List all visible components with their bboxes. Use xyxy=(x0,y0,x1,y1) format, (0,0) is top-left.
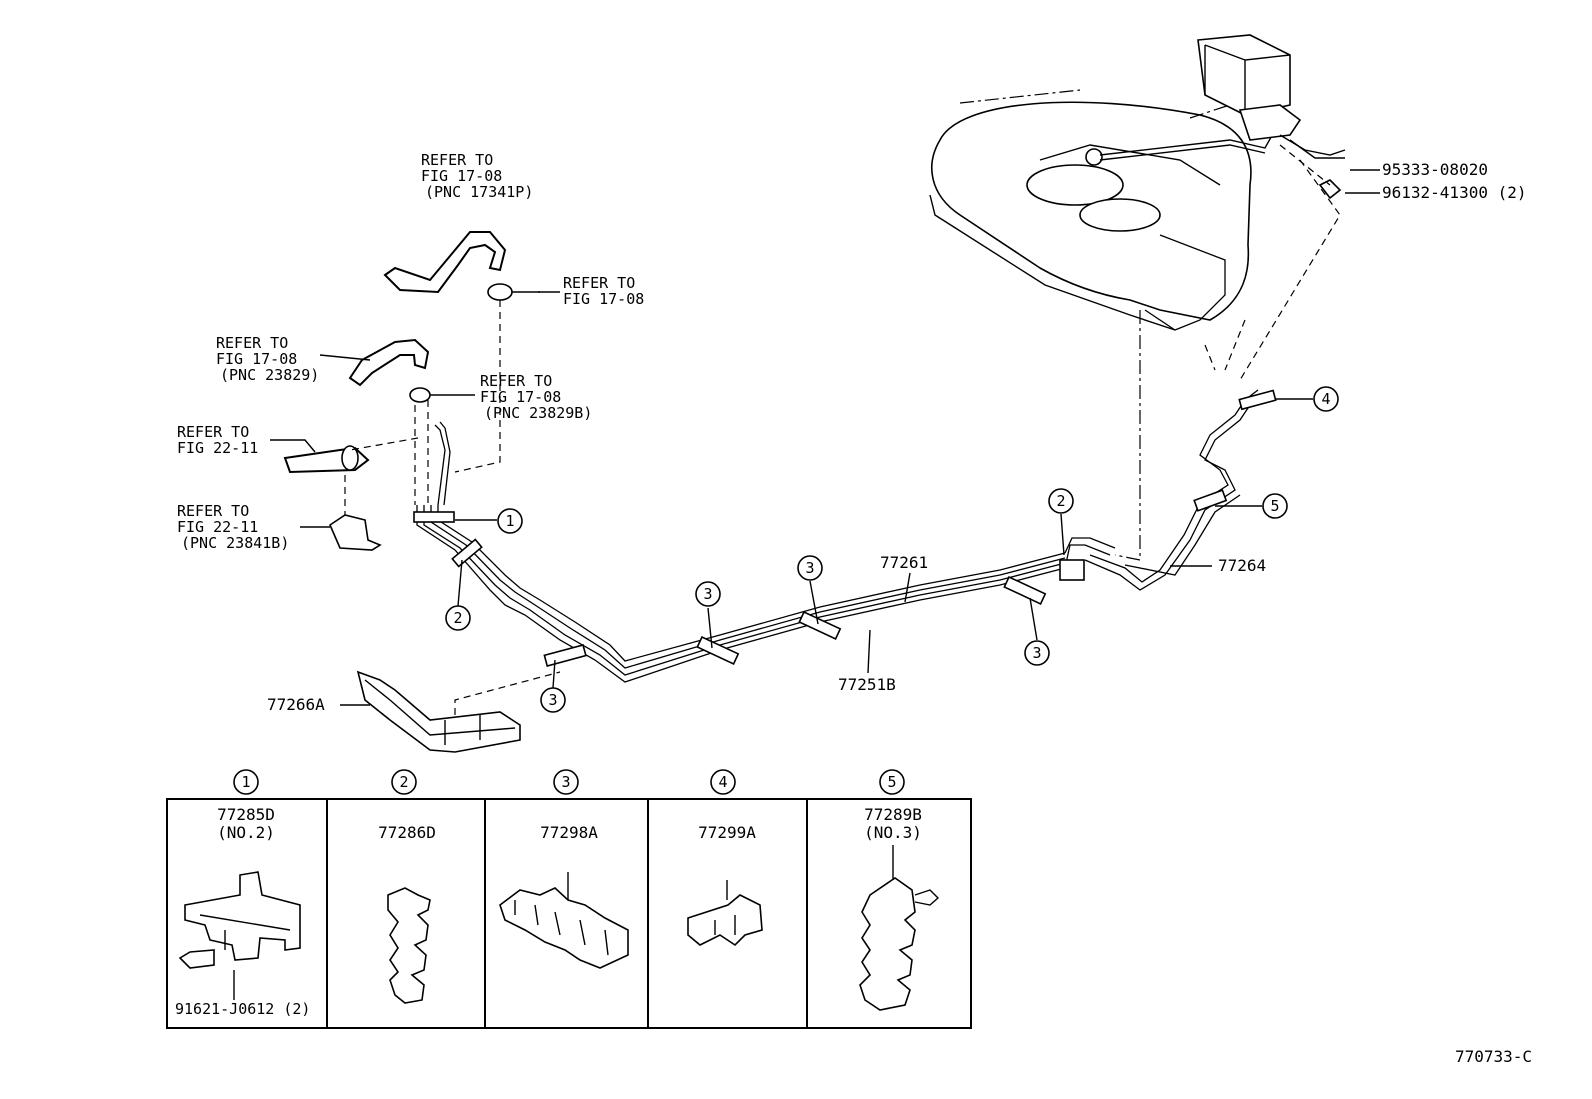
svg-text:5: 5 xyxy=(887,773,896,791)
part-label-77261: 77261 xyxy=(880,553,928,572)
pipe-clips xyxy=(413,389,1277,667)
svg-text:REFER TO: REFER TO xyxy=(563,274,635,292)
refer-label-r3: REFER TO FIG 17-08 (PNC 23829) xyxy=(216,334,319,384)
refer-hose-22-11 xyxy=(270,439,370,474)
callout-2-left: 2 xyxy=(445,605,471,631)
svg-text:77298A: 77298A xyxy=(540,823,598,842)
svg-text:FIG 17-08: FIG 17-08 xyxy=(421,167,502,185)
callout-3-b: 3 xyxy=(695,581,721,607)
svg-text:5: 5 xyxy=(1270,497,1279,515)
svg-text:FIG 22-11: FIG 22-11 xyxy=(177,518,258,536)
svg-text:(NO.3): (NO.3) xyxy=(864,823,922,842)
legend-col-3: 3 77298A xyxy=(499,769,629,969)
refer-label-r6: REFER TO FIG 22-11 (PNC 23841B) xyxy=(177,502,289,552)
callout-5: 5 xyxy=(1262,493,1288,519)
svg-text:FIG 17-08: FIG 17-08 xyxy=(480,388,561,406)
svg-text:1: 1 xyxy=(241,773,250,791)
svg-text:3: 3 xyxy=(561,773,570,791)
svg-text:77286D: 77286D xyxy=(378,823,436,842)
diagram-code: 770733-C xyxy=(1455,1047,1532,1066)
svg-text:77299A: 77299A xyxy=(698,823,756,842)
svg-text:REFER TO: REFER TO xyxy=(421,151,493,169)
legend-col-4: 4 77299A xyxy=(687,769,763,947)
svg-text:2: 2 xyxy=(399,773,408,791)
svg-text:(PNC 23841B): (PNC 23841B) xyxy=(181,534,289,552)
part-label-96132: 96132-41300 (2) xyxy=(1382,183,1527,202)
legend-col-1: 1 77285D (NO.2) 91621-J0612 (2) xyxy=(175,769,310,1018)
svg-text:FIG 22-11: FIG 22-11 xyxy=(177,439,258,457)
charcoal-canister xyxy=(1197,34,1346,381)
svg-text:91621-J0612 (2): 91621-J0612 (2) xyxy=(175,1000,310,1018)
svg-text:4: 4 xyxy=(718,773,727,791)
callout-3-c: 3 xyxy=(797,555,823,581)
svg-text:2: 2 xyxy=(1056,492,1065,510)
pipe-protector-77266A xyxy=(356,670,561,753)
fuel-tank xyxy=(929,89,1276,331)
refer-label-r5: REFER TO FIG 22-11 xyxy=(177,423,258,457)
refer-hose-23829 xyxy=(348,338,430,387)
svg-text:FIG 17-08: FIG 17-08 xyxy=(563,290,644,308)
svg-text:2: 2 xyxy=(453,609,462,627)
svg-text:3: 3 xyxy=(548,691,557,709)
fuel-pipes-77261-77251B xyxy=(416,421,1116,683)
legend-col-2: 2 77286D xyxy=(378,769,436,1004)
callout-4: 4 xyxy=(1313,386,1339,412)
refer-label-r4: REFER TO FIG 17-08 (PNC 23829B) xyxy=(480,372,592,422)
part-label-77266A: 77266A xyxy=(267,695,325,714)
svg-text:(PNC 23829B): (PNC 23829B) xyxy=(484,404,592,422)
part-label-95333: 95333-08020 xyxy=(1382,160,1488,179)
svg-text:77289B: 77289B xyxy=(864,805,922,824)
callout-2-right: 2 xyxy=(1048,488,1074,514)
callout-3-d: 3 xyxy=(1024,640,1050,666)
refer-label-r1: REFER TO FIG 17-08 (PNC 17341P) xyxy=(421,151,533,201)
svg-text:REFER TO: REFER TO xyxy=(177,502,249,520)
svg-text:(PNC 23829): (PNC 23829) xyxy=(220,366,319,384)
svg-text:(NO.2): (NO.2) xyxy=(217,823,275,842)
bracket-23841B xyxy=(300,514,382,551)
svg-text:REFER TO: REFER TO xyxy=(177,423,249,441)
svg-text:77285D: 77285D xyxy=(217,805,275,824)
leader-lines xyxy=(319,169,1380,706)
svg-text:4: 4 xyxy=(1321,390,1330,408)
svg-text:3: 3 xyxy=(703,585,712,603)
svg-text:1: 1 xyxy=(505,512,514,530)
callout-3-a: 3 xyxy=(540,687,566,713)
callout-1: 1 xyxy=(497,508,523,534)
svg-text:REFER TO: REFER TO xyxy=(480,372,552,390)
clip-legend-table: 1 77285D (NO.2) 91621-J0612 (2) 2 77286D… xyxy=(166,769,972,1029)
svg-text:(PNC 17341P): (PNC 17341P) xyxy=(425,183,533,201)
svg-text:REFER TO: REFER TO xyxy=(216,334,288,352)
svg-text:3: 3 xyxy=(1032,644,1041,662)
part-label-77251B: 77251B xyxy=(838,675,896,694)
refer-hose-17341P xyxy=(383,231,507,294)
legend-col-5: 5 77289B (NO.3) xyxy=(859,769,940,1011)
hose-clamp-top xyxy=(487,283,540,301)
hose-clamp-mid xyxy=(409,387,475,403)
part-label-77264: 77264 xyxy=(1218,556,1266,575)
svg-text:FIG 17-08: FIG 17-08 xyxy=(216,350,297,368)
svg-text:3: 3 xyxy=(805,559,814,577)
refer-label-r2: REFER TO FIG 17-08 xyxy=(563,274,644,308)
